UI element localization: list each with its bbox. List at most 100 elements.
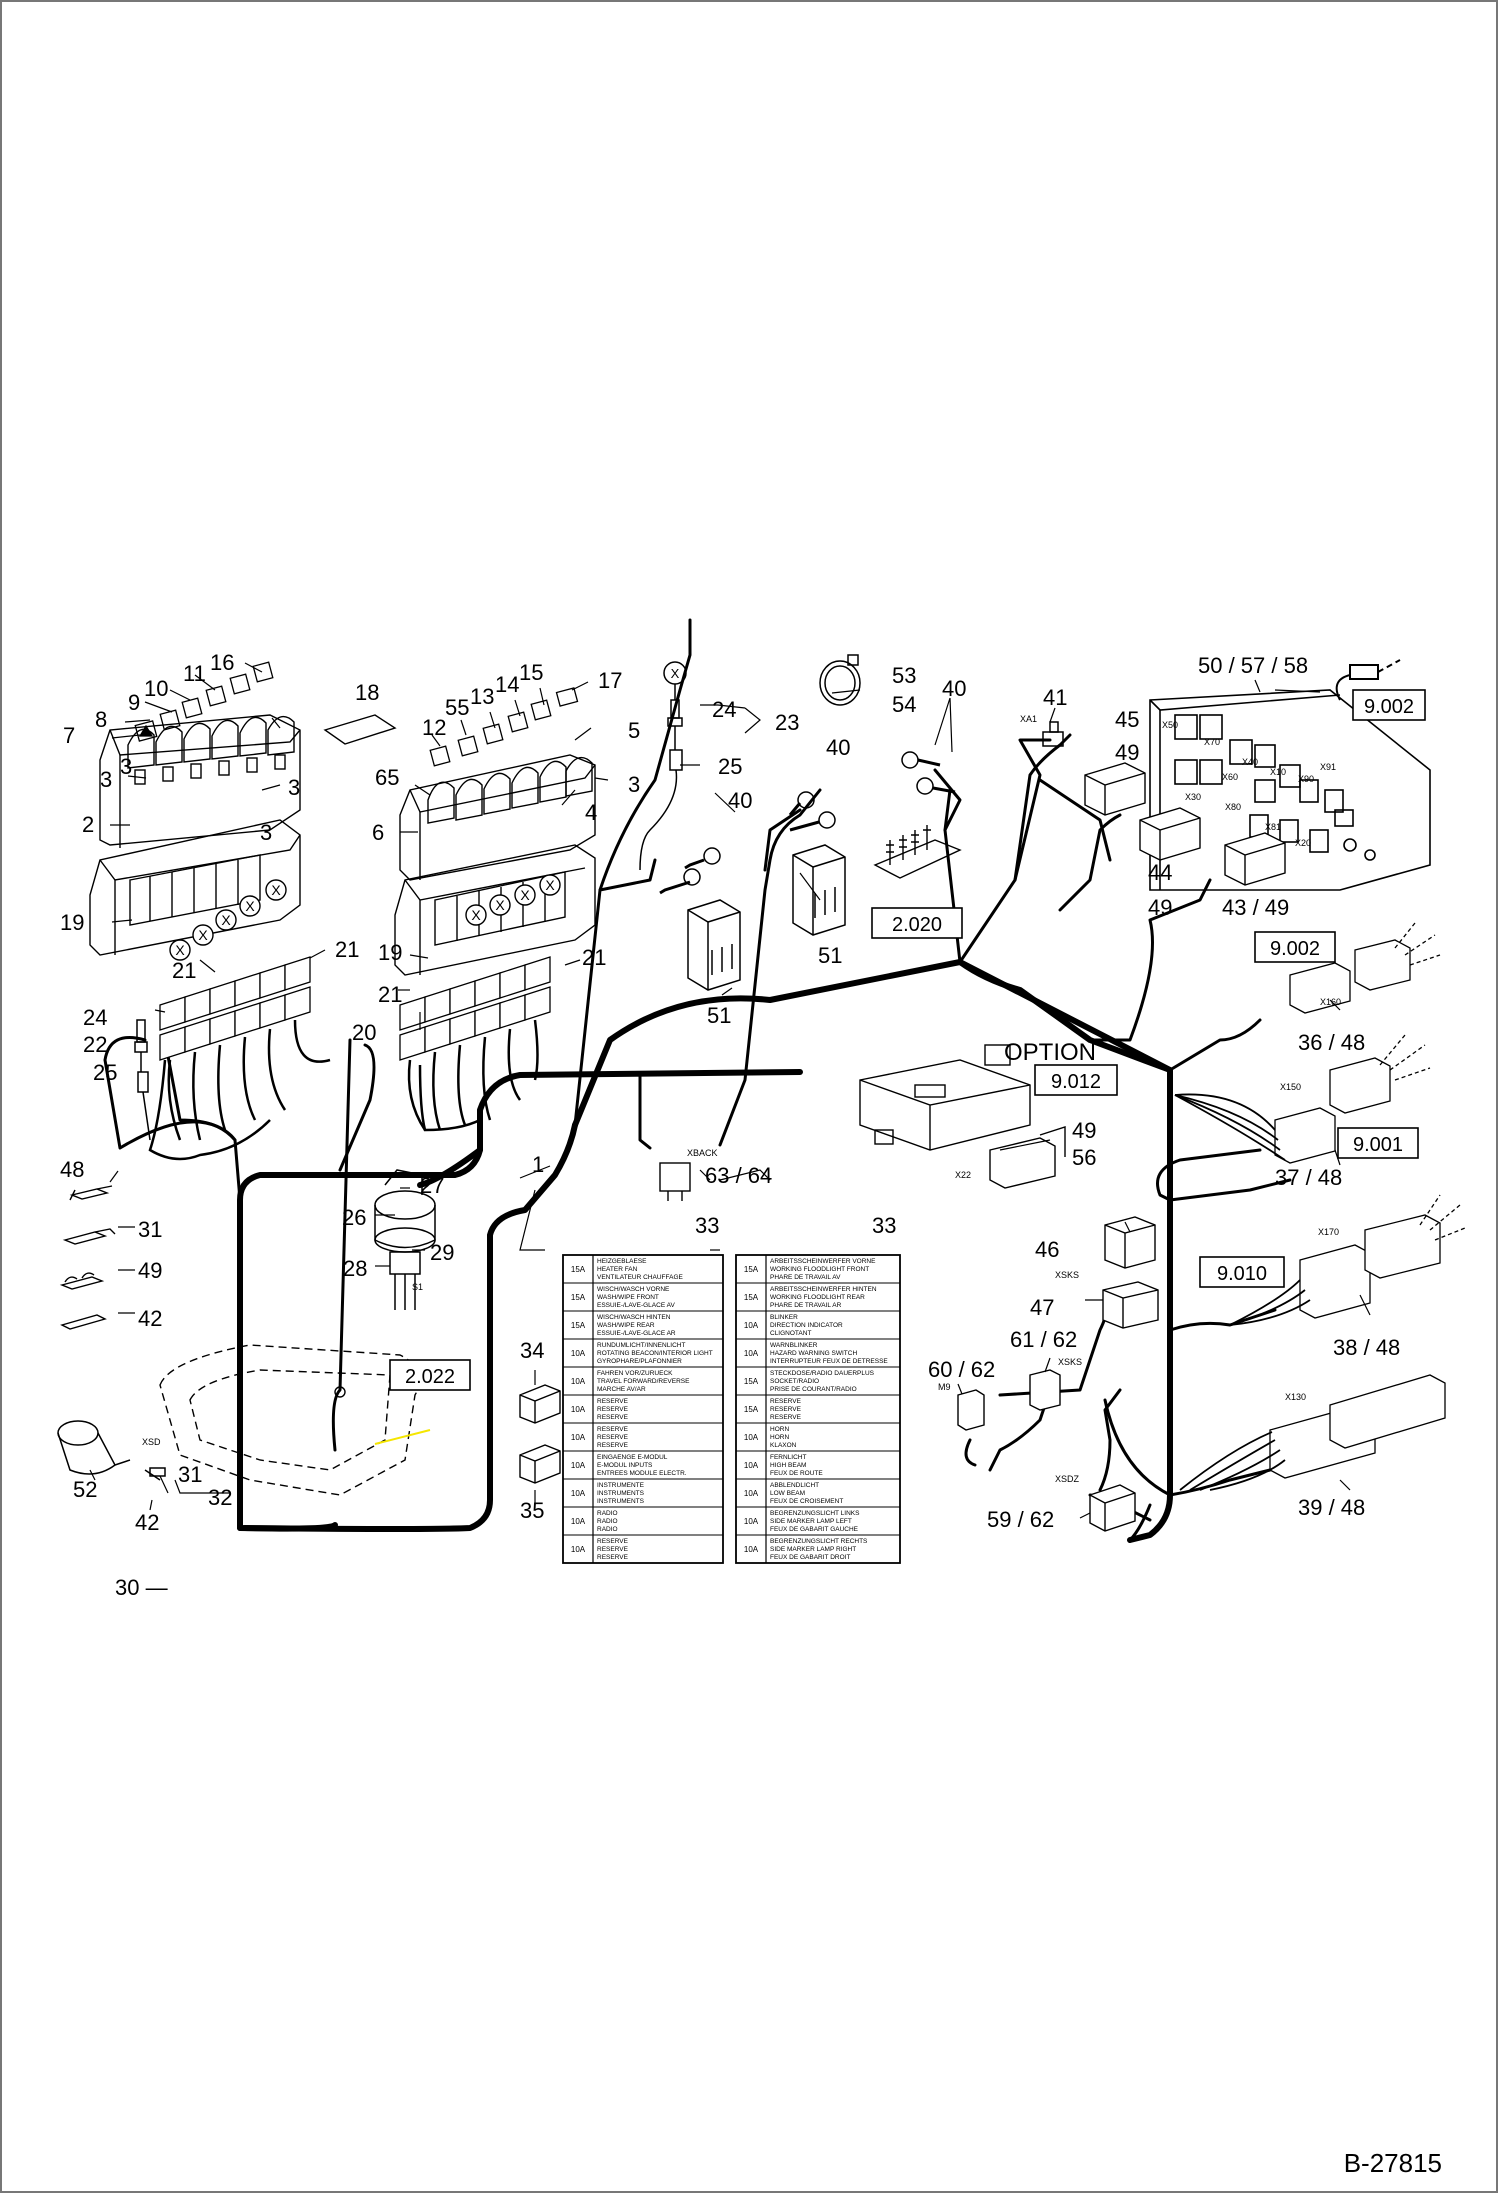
part-26: 26 <box>342 1205 366 1230</box>
fuse-function-text: PRISE DE COURANT/RADIO <box>770 1386 857 1393</box>
ref-box-9001 <box>1337 1127 1419 1159</box>
part-38: 38 / 48 <box>1333 1335 1400 1360</box>
fuse-function-text: ESSUIE-/LAVE-GLACE AV <box>597 1302 675 1309</box>
fuse-amperage: 10A <box>571 1349 586 1358</box>
fuse-function-text: RUNDUMLICHT/INNENLICHT <box>597 1342 686 1349</box>
part-3-e: 3 <box>628 772 640 797</box>
wire-fans-right <box>1174 1093 1311 1491</box>
central-electric-box <box>1149 689 1431 891</box>
fuse-function-text: ROTATING BEACON/INTERIOR LIGHT <box>597 1350 713 1357</box>
fuse-function-text: RADIO <box>597 1518 618 1525</box>
ref-box-2020 <box>871 907 963 939</box>
part-13: 13 <box>470 684 494 709</box>
part-22: 22 <box>83 1032 107 1057</box>
fuse-amperage: 15A <box>744 1377 759 1386</box>
part-42-b: 42 <box>135 1510 159 1535</box>
part-61: 61 / 62 <box>1010 1327 1077 1352</box>
switch-slots-left <box>134 754 286 785</box>
part-6: 6 <box>372 820 384 845</box>
svg-text:XSKS: XSKS <box>1055 1270 1079 1280</box>
plug-24-25 <box>639 661 687 871</box>
ref-box-2022 <box>389 1359 471 1391</box>
ref-box-9010 <box>1199 1256 1285 1288</box>
part-44-b: 49 <box>1148 895 1172 920</box>
ref-2022: 2.022 <box>405 1366 455 1388</box>
part-14: 14 <box>495 672 519 697</box>
fuse-amperage: 10A <box>571 1489 586 1498</box>
document-id: B-27815 <box>1344 2148 1442 2178</box>
fuse-function-text: PHARE DE TRAVAIL AR <box>770 1302 842 1309</box>
fuse-function-text: HEIZGEBLAESE <box>597 1258 647 1265</box>
terminal-48 <box>69 1185 113 1201</box>
connector-59 <box>1089 1484 1136 1532</box>
part-31-b: 31 <box>178 1462 202 1487</box>
part-52: 52 <box>73 1477 97 1502</box>
fuse-function-text: WORKING FLOODLIGHT FRONT <box>770 1266 869 1273</box>
fuse-function-text: HAZARD WARNING SWITCH <box>770 1350 857 1357</box>
fuse-function-text: FEUX DE GABARIT GAUCHE <box>770 1526 859 1533</box>
part-25-b: 25 <box>718 754 742 779</box>
svg-text:X: X <box>271 882 281 898</box>
horn-52 <box>57 1420 166 1481</box>
mount-hole <box>334 1386 346 1398</box>
svg-text:X81: X81 <box>1265 822 1281 832</box>
part-2: 2 <box>82 812 94 837</box>
part-45: 45 <box>1115 707 1139 732</box>
part-44: 44 <box>1148 860 1172 885</box>
fuse-amperage: 15A <box>744 1405 759 1414</box>
connector-39 <box>1269 1374 1446 1479</box>
part-9: 9 <box>128 690 140 715</box>
connector-44 <box>1139 807 1201 861</box>
svg-text:XA1: XA1 <box>1020 714 1037 724</box>
switch-panel-middle <box>394 754 596 976</box>
fuse-amperage: 10A <box>744 1517 759 1526</box>
fuse-function-text: RESERVE <box>597 1398 629 1405</box>
svg-text:X50: X50 <box>1162 720 1178 730</box>
part-59: 59 / 62 <box>987 1507 1054 1532</box>
ref-9012: 9.012 <box>1051 1071 1101 1093</box>
wire-fan-middle <box>407 1019 539 1132</box>
part-55: 55 <box>445 695 469 720</box>
fuse-function-text: INTERRUPTEUR FEUX DE DETRESSE <box>770 1358 888 1365</box>
relay-socket-47 <box>1102 1281 1159 1329</box>
fuse-function-text: RESERVE <box>597 1554 629 1561</box>
fuse-function-text: STECKDOSE/RADIO DAUERPLUS <box>770 1370 875 1377</box>
ref-9010: 9.010 <box>1217 1263 1267 1285</box>
fuse-function-text: FEUX DE CROISEMENT <box>770 1498 843 1505</box>
svg-text:XSDZ: XSDZ <box>1055 1474 1080 1484</box>
fuse-amperage: 15A <box>744 1265 759 1274</box>
fuse-function-text: LOW BEAM <box>770 1490 805 1497</box>
part-3-c: 3 <box>288 775 300 800</box>
fuse-function-text: BEGRENZUNGSLICHT LINKS <box>770 1510 860 1517</box>
cable-to-9002 <box>1335 659 1401 701</box>
svg-text:X: X <box>495 897 505 913</box>
fuse-amperage: 10A <box>571 1377 586 1386</box>
harness-branches <box>103 618 1292 1542</box>
svg-text:X: X <box>520 887 530 903</box>
option-module <box>859 1044 1066 1189</box>
ref-box-9012 <box>1034 1064 1118 1096</box>
svg-text:X160: X160 <box>1320 997 1341 1007</box>
switch-panel-left <box>89 714 301 956</box>
fuse-function-text: PHARE DE TRAVAIL AV <box>770 1274 841 1281</box>
ring-terminals-40 <box>659 751 956 895</box>
connector-block-21-middle <box>399 956 551 1061</box>
fuse-amperage: 10A <box>744 1461 759 1470</box>
part-49: 49 <box>138 1258 162 1283</box>
part-47: 47 <box>1030 1295 1054 1320</box>
fuse-function-text: BLINKER <box>770 1314 798 1321</box>
svg-text:X91: X91 <box>1320 762 1336 772</box>
fuse-function-text: WISCH/WASCH HINTEN <box>597 1314 671 1321</box>
part-labels: 1 2 3 3 3 3 3 4 5 6 7 8 9 10 11 16 12 55… <box>60 650 1400 1600</box>
fuse-function-text: RESERVE <box>770 1414 802 1421</box>
fuse-amperage: 10A <box>744 1349 759 1358</box>
ref-box-9002-right <box>1254 931 1336 963</box>
svg-text:S1: S1 <box>412 1282 423 1292</box>
fuse-function-text: VENTILATEUR CHAUFFAGE <box>597 1274 684 1281</box>
svg-text:X: X <box>175 942 185 958</box>
fuse-function-text: RESERVE <box>597 1414 629 1421</box>
part-20: 20 <box>352 1020 376 1045</box>
